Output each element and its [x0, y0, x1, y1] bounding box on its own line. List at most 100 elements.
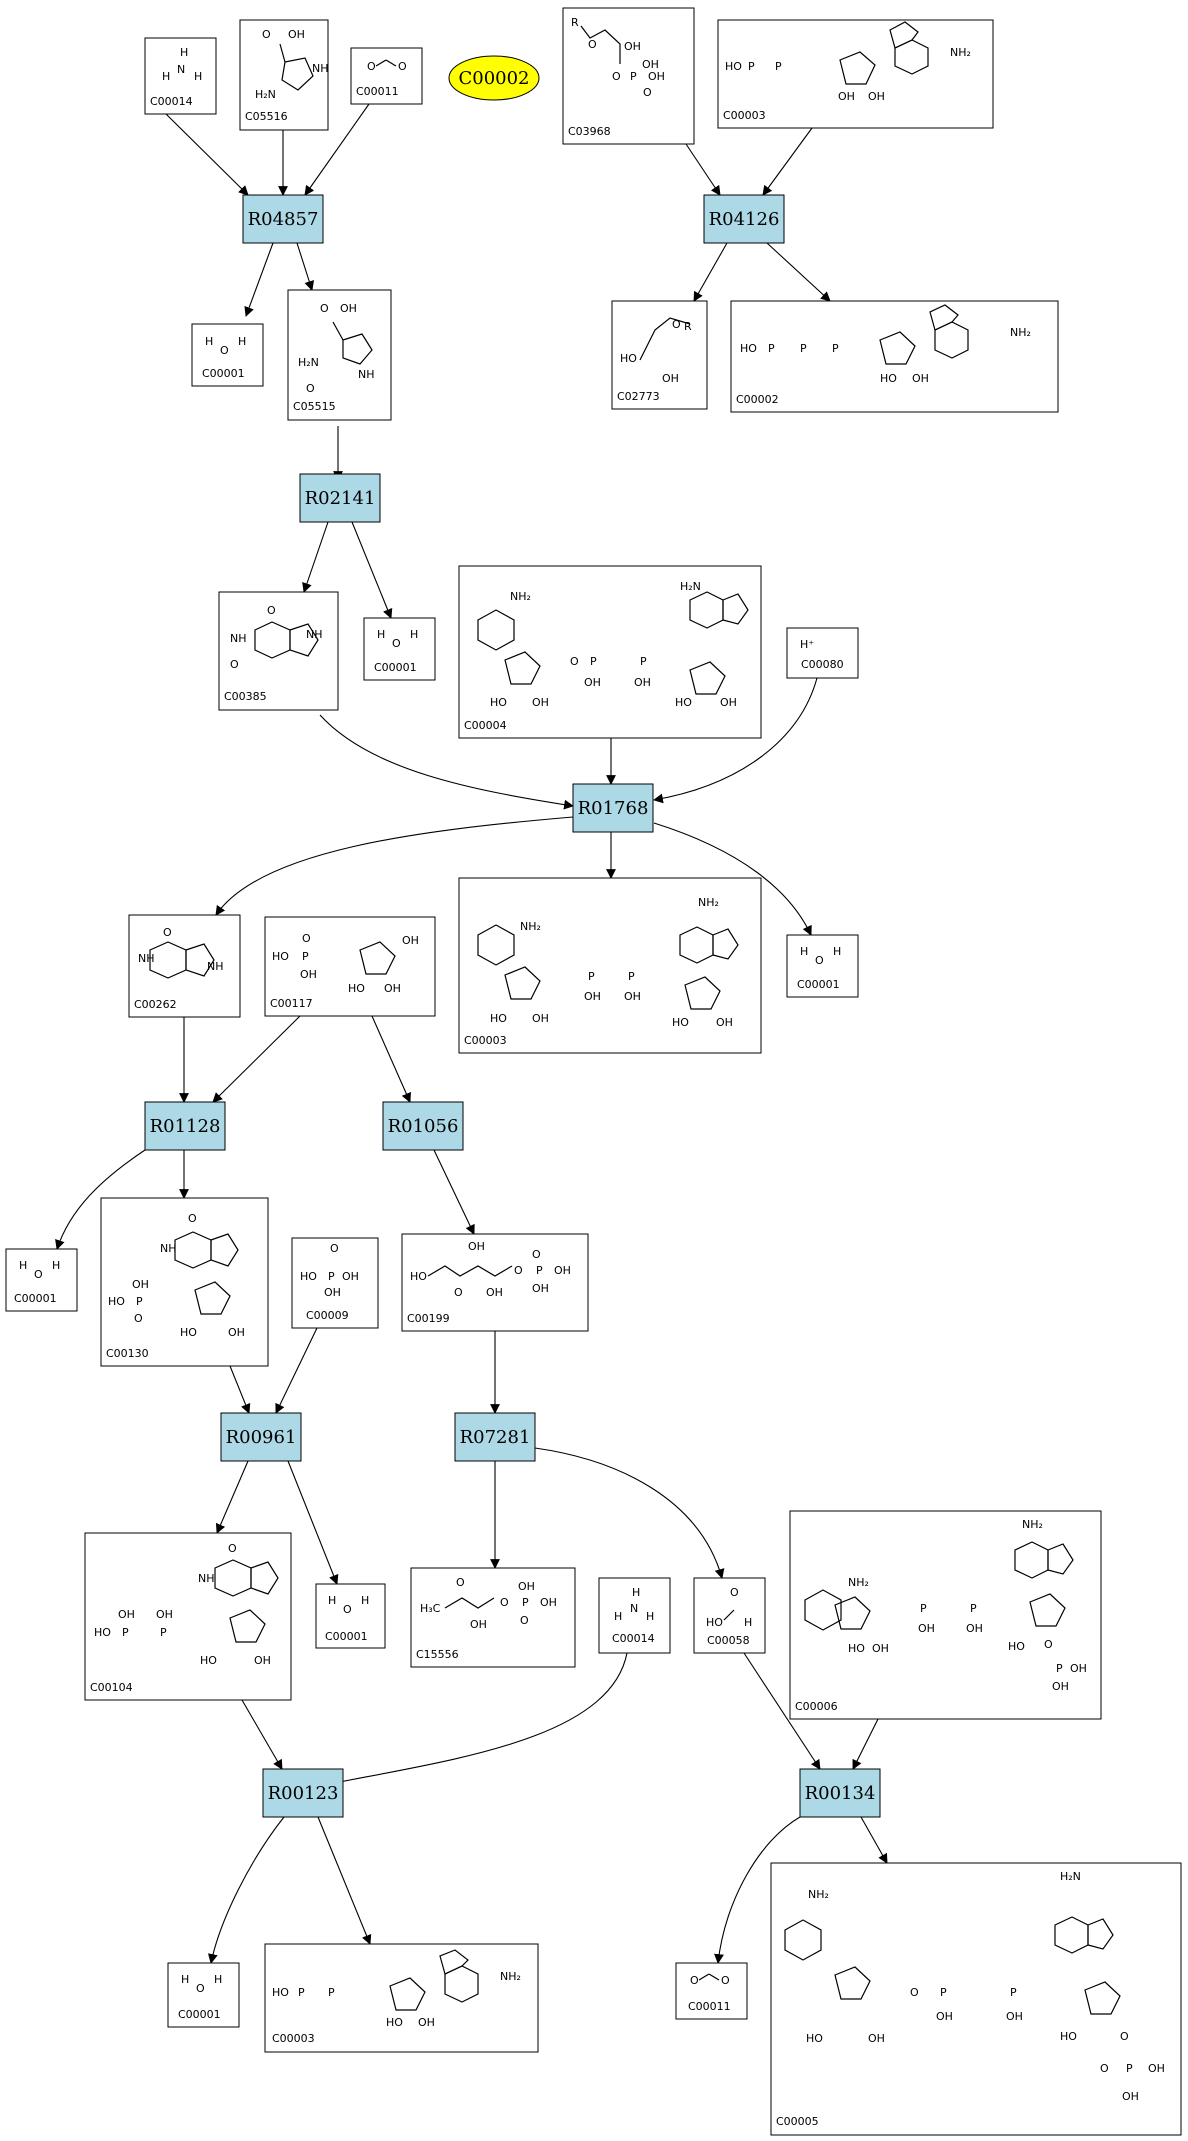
atom-label: O [1100, 2062, 1109, 2075]
compound-id: C00199 [407, 1312, 450, 1325]
reaction-node-r01768[interactable]: R01768 [572, 783, 654, 833]
atom-label: NH₂ [950, 46, 971, 59]
compound-c00385[interactable]: O NH O NH C00385 [218, 591, 339, 711]
compound-c00199[interactable]: HO OH O OH O P OH O OH C00199 [401, 1233, 589, 1332]
compound-c00002[interactable]: HO P P P NH₂ HO OH C00002 [730, 300, 1059, 413]
compound-c00001[interactable]: H O H C00001 [5, 1248, 78, 1312]
atom-label: P [588, 970, 595, 983]
compound-c00003[interactable]: NH₂ P P OH OH NH₂ HO OH HO OH C00003 [458, 877, 762, 1054]
compound-c02773[interactable]: O R HO OH C02773 [611, 300, 708, 410]
compound-c00130[interactable]: O NH HO P OH O HO OH C00130 [100, 1197, 269, 1367]
compound-c00006[interactable]: NH₂ P P OH OH NH₂ HO OH HO O P OH OH C00… [789, 1510, 1102, 1720]
edge [296, 242, 315, 291]
highlighted-compound[interactable]: C00002 [448, 55, 540, 101]
atom-label: OH [1148, 2062, 1165, 2075]
atom-label: P [768, 342, 775, 355]
compound-c05516[interactable]: O OH H₂N NH C05516 [239, 19, 329, 131]
atom-label: NH₂ [808, 1888, 829, 1901]
structure-c05516: O OH H₂N NH [255, 28, 329, 101]
atom-label: OH [838, 90, 855, 103]
reaction-node-r04126[interactable]: R04126 [703, 194, 785, 244]
reaction-node-r01056[interactable]: R01056 [382, 1101, 464, 1151]
compound-c00001[interactable]: H O H C00001 [363, 617, 436, 681]
atom-label: O [34, 1268, 43, 1281]
reaction-label: R04126 [709, 209, 780, 230]
atom-label: OH [634, 676, 651, 689]
structure-formate: O HO H [706, 1586, 752, 1629]
reaction-node-r00961[interactable]: R00961 [220, 1412, 302, 1462]
compound-c00003[interactable]: HO P P NH₂ OH OH C00003 [717, 19, 994, 129]
structure-c03968: R O OH O P OH OH O [571, 16, 665, 99]
compound-c00003[interactable]: HO P P NH₂ HO OH C00003 [264, 1943, 539, 2053]
reaction-label: R02141 [305, 488, 376, 509]
atom-label: O [228, 1542, 237, 1555]
atom-label: OH [518, 1580, 535, 1593]
compound-c00262[interactable]: O NH NH C00262 [128, 914, 241, 1018]
structure-nad: NH₂ P P OH OH NH₂ HO OH HO OH [477, 896, 739, 1029]
compound-c00104[interactable]: O NH HO P P OH OH HO OH C00104 [84, 1532, 292, 1701]
atom-label: HO [200, 1654, 217, 1667]
atom-label: HO [620, 352, 637, 365]
compound-id: C00001 [202, 367, 245, 380]
edge [534, 1447, 725, 1579]
reaction-node-r01128[interactable]: R01128 [144, 1101, 226, 1151]
compound-c00004[interactable]: NH₂ O P P OH OH H₂N HO OH HO OH C00004 [458, 565, 762, 739]
atom-label: O [220, 344, 229, 357]
atom-label: O [267, 604, 276, 617]
edge [275, 1327, 318, 1414]
atom-label: P [1010, 1986, 1017, 1999]
reaction-node-r00134[interactable]: R00134 [799, 1768, 881, 1818]
atom-label: OH [936, 2010, 953, 2023]
reaction-node-r00123[interactable]: R00123 [262, 1768, 344, 1818]
atom-label: P [522, 1596, 529, 1609]
compound-c00014[interactable]: H N H H C00014 [598, 1577, 671, 1654]
compound-c00001[interactable]: H O H C00001 [315, 1583, 386, 1649]
edge [693, 242, 728, 302]
compound-c03968[interactable]: R O OH O P OH OH O C03968 [562, 7, 695, 145]
atom-label: OH [402, 934, 419, 947]
compound-c00001[interactable]: H O H C00001 [191, 323, 264, 387]
structure-ammonia: N H H H [162, 46, 202, 83]
compound-c00011[interactable]: O O C00011 [675, 1962, 748, 2020]
compound-c00001[interactable]: H O H C00001 [167, 1962, 240, 2028]
compound-nodes: N H H H C00014 O OH H₂N NH C05516 [5, 7, 1182, 2136]
atom-label: NH₂ [520, 920, 541, 933]
structure-c02773: O R HO OH [620, 317, 692, 385]
atom-label: OH [470, 1618, 487, 1631]
compound-id: C00104 [90, 1681, 133, 1694]
compound-c00080[interactable]: H⁺ C00080 [786, 627, 859, 679]
compound-c00117[interactable]: HO P O OH OH HO OH C00117 [264, 916, 436, 1017]
atom-label: P [302, 950, 309, 963]
compound-c00005[interactable]: NH₂ O P P OH OH H₂N HO OH HO O P OH O OH [770, 1862, 1182, 2136]
atom-label: OH [918, 1622, 935, 1635]
atom-label: H₂N [298, 356, 319, 369]
atom-label: OH [554, 1264, 571, 1277]
compound-c05515[interactable]: O OH H₂N O NH C05515 [287, 289, 392, 421]
compound-id: C00003 [464, 1034, 507, 1047]
atom-label: NH₂ [500, 1970, 521, 1983]
atom-label: O [302, 932, 311, 945]
edge [685, 143, 721, 196]
atom-label: P [298, 1986, 305, 1999]
compound-c00001[interactable]: H O H C00001 [786, 934, 859, 998]
compound-c00009[interactable]: O HO P OH OH C00009 [291, 1237, 379, 1329]
structure-water: H O H [328, 1594, 369, 1616]
reaction-node-r04857[interactable]: R04857 [242, 194, 324, 244]
compound-c00014[interactable]: N H H H C00014 [144, 37, 217, 115]
atom-label: H [377, 628, 385, 641]
compound-c00011[interactable]: O O C00011 [350, 47, 423, 105]
atom-label: HO [94, 1626, 111, 1639]
atom-label: H₂N [680, 580, 701, 593]
atom-label: O [532, 1248, 541, 1261]
reaction-node-r02141[interactable]: R02141 [299, 473, 381, 523]
compound-id: C00009 [306, 1309, 349, 1322]
structure-co2: O O [690, 1973, 730, 1987]
atom-label: O [134, 1312, 143, 1325]
atom-label: NH [138, 952, 155, 965]
atom-label: OH [340, 302, 357, 315]
compound-c00058[interactable]: O HO H C00058 [693, 1577, 766, 1654]
compound-id: C00002 [736, 393, 779, 406]
atom-label: O [330, 1242, 339, 1255]
compound-c15556[interactable]: H₃C O OH O P OH OH O C15556 [410, 1567, 576, 1668]
reaction-node-r07281[interactable]: R07281 [454, 1412, 536, 1462]
